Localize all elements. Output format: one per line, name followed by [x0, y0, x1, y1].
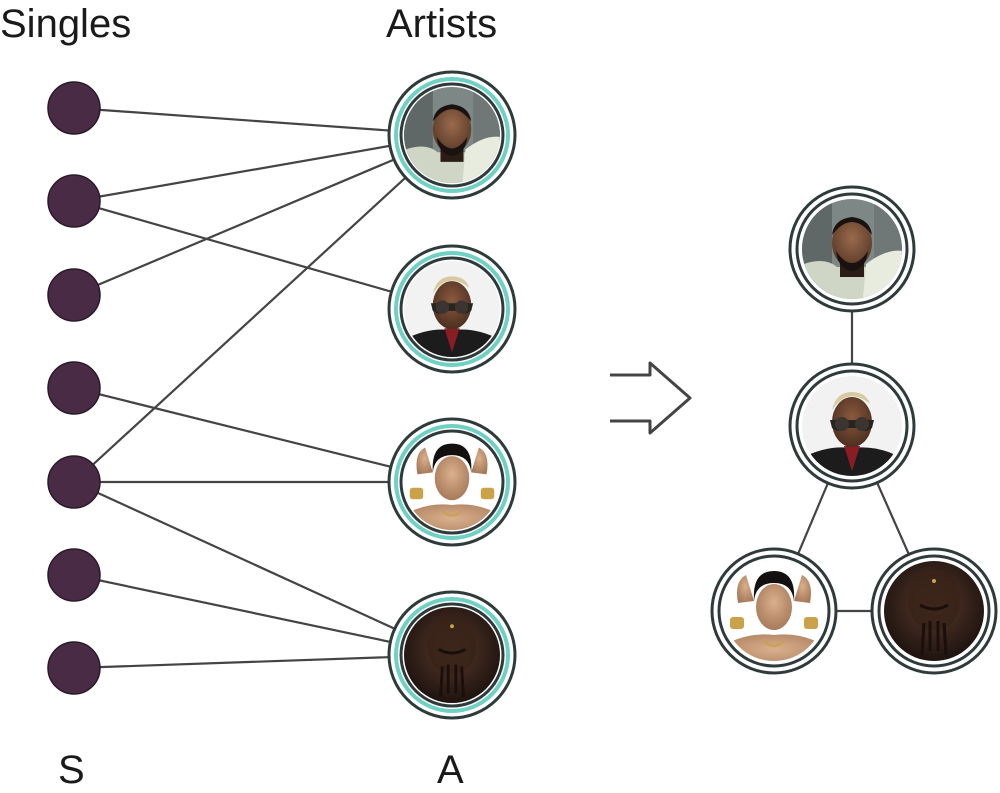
edge-s2-artist-2	[73, 199, 453, 311]
single-node-s5	[47, 455, 101, 509]
projection-node-artist-2	[788, 362, 916, 490]
single-node-s6	[47, 548, 101, 602]
single-node-s4	[47, 361, 101, 415]
right-arrow-icon	[610, 361, 692, 435]
singles-set-label: S	[58, 748, 85, 792]
edge-s3-artist-1	[73, 133, 453, 297]
projection-node-artist-3	[710, 547, 838, 675]
edge-s4-artist-3	[73, 386, 453, 484]
single-node-s3	[47, 268, 101, 322]
artists-layer	[387, 70, 517, 720]
projection-nodes-layer	[710, 185, 998, 675]
single-node-s1	[47, 81, 101, 135]
artist-node-artist-3	[387, 417, 517, 547]
artist-node-artist-2	[387, 244, 517, 374]
singles-title: Singles	[0, 2, 132, 46]
edge-s5-artist-1	[73, 134, 453, 483]
artist-node-artist-4	[387, 590, 517, 720]
edge-s5-artist-4	[73, 480, 453, 657]
artists-set-label: A	[437, 748, 464, 792]
edges-layer	[73, 106, 453, 670]
artists-title: Artists	[386, 2, 498, 46]
single-node-s2	[47, 174, 101, 228]
projection-node-artist-1	[788, 185, 916, 313]
projection-node-artist-4	[870, 547, 998, 675]
single-node-s7	[47, 641, 101, 695]
singles-layer	[47, 81, 101, 695]
artist-node-artist-1	[387, 70, 517, 200]
